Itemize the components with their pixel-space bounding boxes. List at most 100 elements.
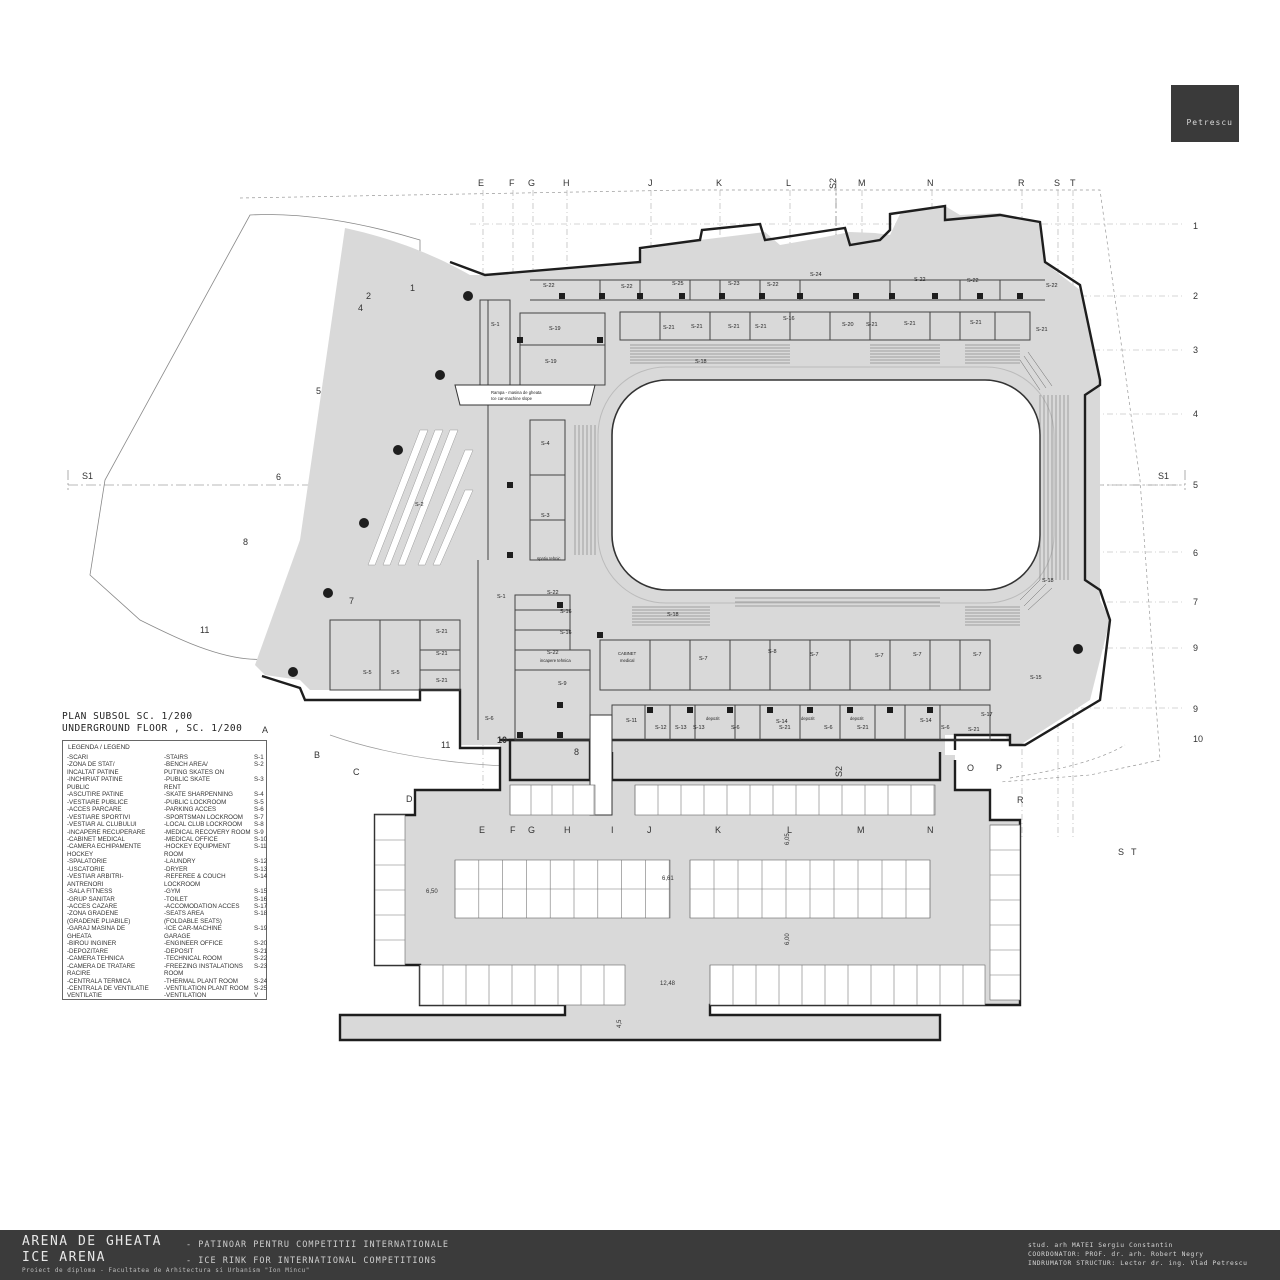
grid-label-top: T xyxy=(1070,178,1076,188)
room-label-s24: S-24 xyxy=(810,272,822,278)
room-label-s15: S-15 xyxy=(1030,675,1042,681)
grid-label-mid: I xyxy=(611,825,614,835)
room-label-s21-j: S-21 xyxy=(436,651,448,657)
room-label-depozit-c: depozit xyxy=(850,716,864,721)
room-label-s4: S-4 xyxy=(541,441,550,447)
legend-en: -VENTILATION xyxy=(164,992,207,1000)
legend-en: -FREEZING INSTALATIONS xyxy=(164,962,243,970)
room-label-s21-k: S-21 xyxy=(436,678,448,684)
room-label-s16-b: S-16 xyxy=(560,609,572,615)
dimension-650: 6,50 xyxy=(426,889,438,895)
grid-label-right: 4 xyxy=(1193,409,1198,419)
legend-en: RENT xyxy=(164,783,181,791)
column-square xyxy=(597,337,603,343)
legend-ro: -GARAJ MASINA DE xyxy=(67,925,126,933)
legend-en: -SEATS AREA xyxy=(164,910,205,918)
legend-header: LEGENDA / LEGEND xyxy=(68,744,130,751)
legend-en: ROOM xyxy=(164,970,184,978)
room-label-s18-c: S-18 xyxy=(1042,578,1054,584)
column-square xyxy=(853,293,859,299)
column-square xyxy=(727,707,733,713)
column-square xyxy=(507,552,513,558)
column-square xyxy=(557,702,563,708)
legend-code: S-19 xyxy=(254,925,268,933)
legend-en: GARAGE xyxy=(164,932,191,940)
room-label-s21-e: S-21 xyxy=(866,322,878,328)
room-label-s19-a: S-19 xyxy=(549,326,561,332)
legend-en: -DRYER xyxy=(164,865,188,873)
grid-label-diagonal: 5 xyxy=(316,386,321,396)
legend-ro: PUBLIC xyxy=(67,783,90,791)
room-label-s14-a: S-14 xyxy=(776,719,788,725)
room-label-s6-a: S-6 xyxy=(485,716,494,722)
corner-label: Petrescu xyxy=(1186,118,1233,127)
grid-label-mid: K xyxy=(715,825,721,835)
legend-ro: -USCATORIE xyxy=(67,865,105,873)
dimension-605: 6,05 xyxy=(785,833,791,845)
legend-en: -PUBLIC LOCKROOM xyxy=(164,798,227,806)
seating-tiers xyxy=(574,344,1069,626)
grid-label-top: K xyxy=(716,178,722,188)
grid-label-diagonal: 8 xyxy=(243,537,248,547)
room-label-s7-d: S-7 xyxy=(913,652,922,658)
grid-label-top: L xyxy=(786,178,791,188)
room-label-s13-b: S-13 xyxy=(693,725,705,731)
footer-bar: ARENA DE GHEATA - PATINOAR PENTRU COMPET… xyxy=(0,1230,1280,1280)
room-label-s22-f: S-22 xyxy=(1046,283,1058,289)
grid-label-top: G xyxy=(528,178,535,188)
grid-label-top: F xyxy=(509,178,515,188)
grid-label-top: M xyxy=(858,178,866,188)
room-label-depozit-a: depozit xyxy=(706,716,720,721)
room-label-s21-g: S-21 xyxy=(970,320,982,326)
legend-ro: -CAMERA TEHNICA xyxy=(67,955,124,963)
grid-label-top: N xyxy=(927,178,934,188)
legend-ro: -CENTRALA TERMICA xyxy=(67,977,132,985)
room-label-s6-b: S-6 xyxy=(731,725,740,731)
legend-ro: -GRUP SANITAR xyxy=(67,895,115,903)
grid-label-right: 9 xyxy=(1193,704,1198,714)
room-label-s17: S-17 xyxy=(981,712,993,718)
legend-ro: -CENTRALA DE VENTILATIE xyxy=(67,984,149,992)
legend-en: -PARKING ACCES xyxy=(164,806,217,814)
room-label-s21-a: S-21 xyxy=(663,325,675,331)
room-label-ramp-2: Ice car-machine slope xyxy=(491,396,533,401)
column-square xyxy=(889,293,895,299)
legend-ro: (GRADENE PLIABILE) xyxy=(67,917,131,925)
legend-ro: -ASCUTIRE PATINE xyxy=(67,791,124,799)
room-label-s16-a: S-16 xyxy=(783,316,795,322)
room-label-s21-f: S-21 xyxy=(904,321,916,327)
grid-label-diagonal: 11 xyxy=(441,740,450,750)
footer-project-note: Proiect de diploma - Facultatea de Arhit… xyxy=(22,1267,310,1274)
legend-ro: -VESTIARE PUBLICE xyxy=(67,798,128,806)
legend-ro: -ZONA DE STAT/ xyxy=(67,761,115,769)
column-square xyxy=(927,707,933,713)
column-square xyxy=(977,293,983,299)
legend-ro: -CAMERA DE TRATARE xyxy=(67,962,136,970)
footer-credit-coordinator: COORDONATOR: PROF. dr. arh. Robert Negry xyxy=(1028,1251,1204,1258)
legend-en: -TOILET xyxy=(164,895,188,903)
grid-label-diagonal: 2 xyxy=(366,291,371,301)
grid-label-diagonal: 6 xyxy=(276,472,281,482)
legend-ro: HOCKEY xyxy=(67,850,94,858)
legend-code: S-14 xyxy=(254,873,268,881)
room-label-s1-b: S-1 xyxy=(497,594,506,600)
room-label-s22-c: S-22 xyxy=(767,282,779,288)
room-label-s23: S-23 xyxy=(728,281,740,287)
column-square xyxy=(1017,293,1023,299)
site-boundary xyxy=(239,189,1161,783)
column-square xyxy=(807,707,813,713)
grid-label-mid: J xyxy=(647,825,652,835)
legend-en: PUTING SKATES ON xyxy=(164,768,225,776)
room-label-ramp-1: Rampa - masina de gheata xyxy=(491,390,542,395)
